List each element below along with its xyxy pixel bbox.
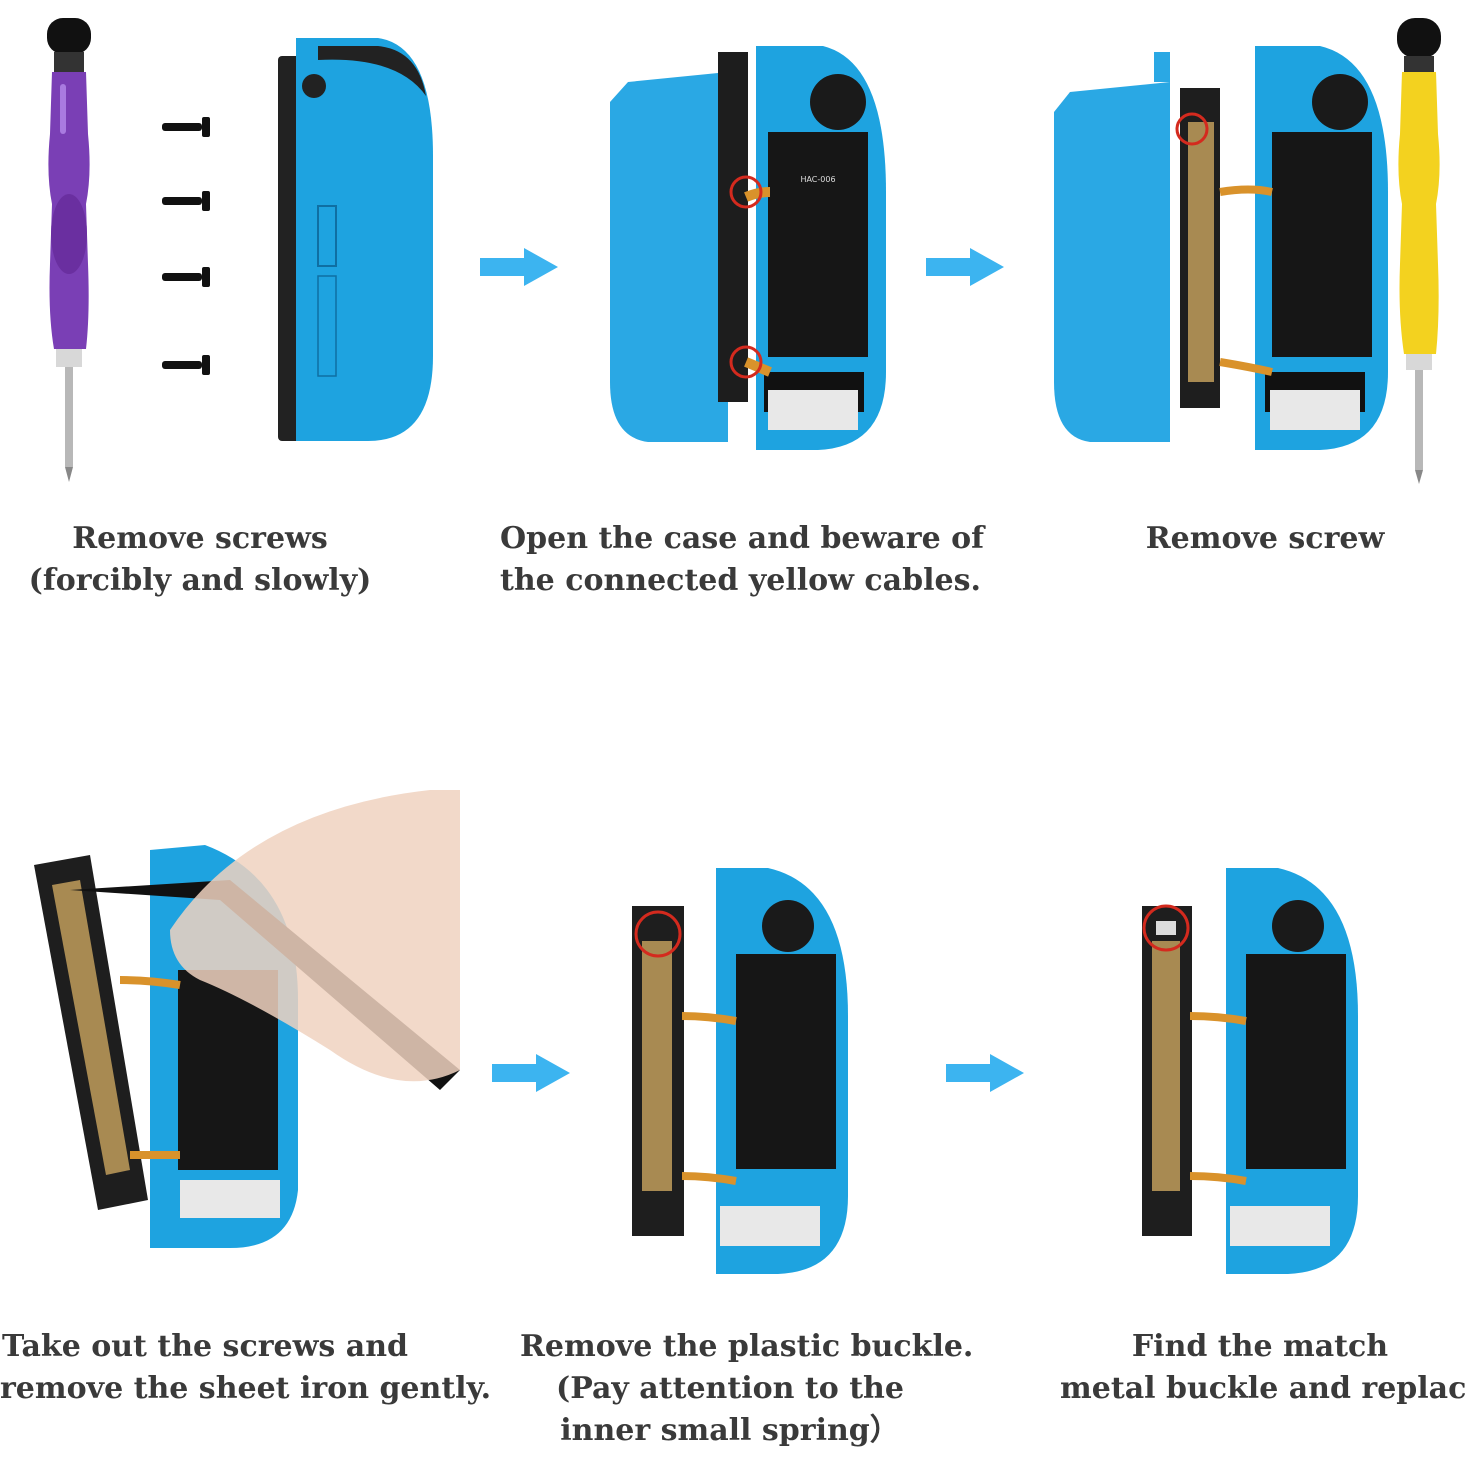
caption-line: Remove the plastic buckle.	[520, 1329, 974, 1364]
caption-line: (forcibly and slowly)	[28, 563, 372, 598]
step-caption: Remove screw	[1090, 518, 1440, 560]
battery-model-text: HAC-006	[800, 175, 835, 184]
caption-line: inner small spring）	[560, 1413, 900, 1448]
step-caption: Open the case and beware of the connecte…	[500, 518, 985, 602]
caption-line: Remove screw	[1145, 521, 1385, 556]
step-arrow-icon	[946, 1054, 1026, 1092]
yellow-screwdriver	[1392, 14, 1452, 484]
step-caption: Remove the plastic buckle. (Pay attentio…	[520, 1326, 974, 1452]
caption-line: the connected yellow cables.	[500, 563, 981, 598]
caption-line: (Pay attention to the	[556, 1371, 904, 1406]
highlight-circle	[729, 175, 763, 209]
caption-line: Find the match	[1131, 1329, 1389, 1364]
caption-line: Open the case and beware of	[500, 521, 985, 556]
caption-line: Remove screws	[72, 521, 328, 556]
purple-screwdriver	[40, 14, 100, 484]
highlight-circle	[634, 910, 682, 958]
joycon-step6	[1138, 866, 1363, 1276]
step-arrow-icon	[492, 1054, 572, 1092]
step-caption: Take out the screws and remove the sheet…	[0, 1326, 492, 1410]
screws-group	[158, 115, 214, 380]
step-arrow-icon	[480, 248, 560, 286]
step-arrow-icon	[926, 248, 1006, 286]
step-caption: Find the match metal buckle and replace …	[1060, 1326, 1466, 1410]
highlight-circle	[1175, 112, 1209, 146]
joycon-opened-step3	[1050, 42, 1395, 457]
caption-line: remove the sheet iron gently.	[0, 1371, 492, 1406]
step-caption: Remove screws (forcibly and slowly)	[20, 518, 380, 602]
joycon-tweezers-step4	[30, 770, 460, 1250]
caption-line: metal buckle and replace it.	[1060, 1371, 1466, 1406]
highlight-circle	[1142, 904, 1190, 952]
caption-line: Take out the screws and	[2, 1329, 408, 1364]
joycon-step5	[628, 866, 853, 1276]
highlight-circle	[729, 345, 763, 379]
joycon-back-closed	[278, 36, 438, 446]
joycon-opened-step2: HAC-006	[608, 42, 893, 457]
